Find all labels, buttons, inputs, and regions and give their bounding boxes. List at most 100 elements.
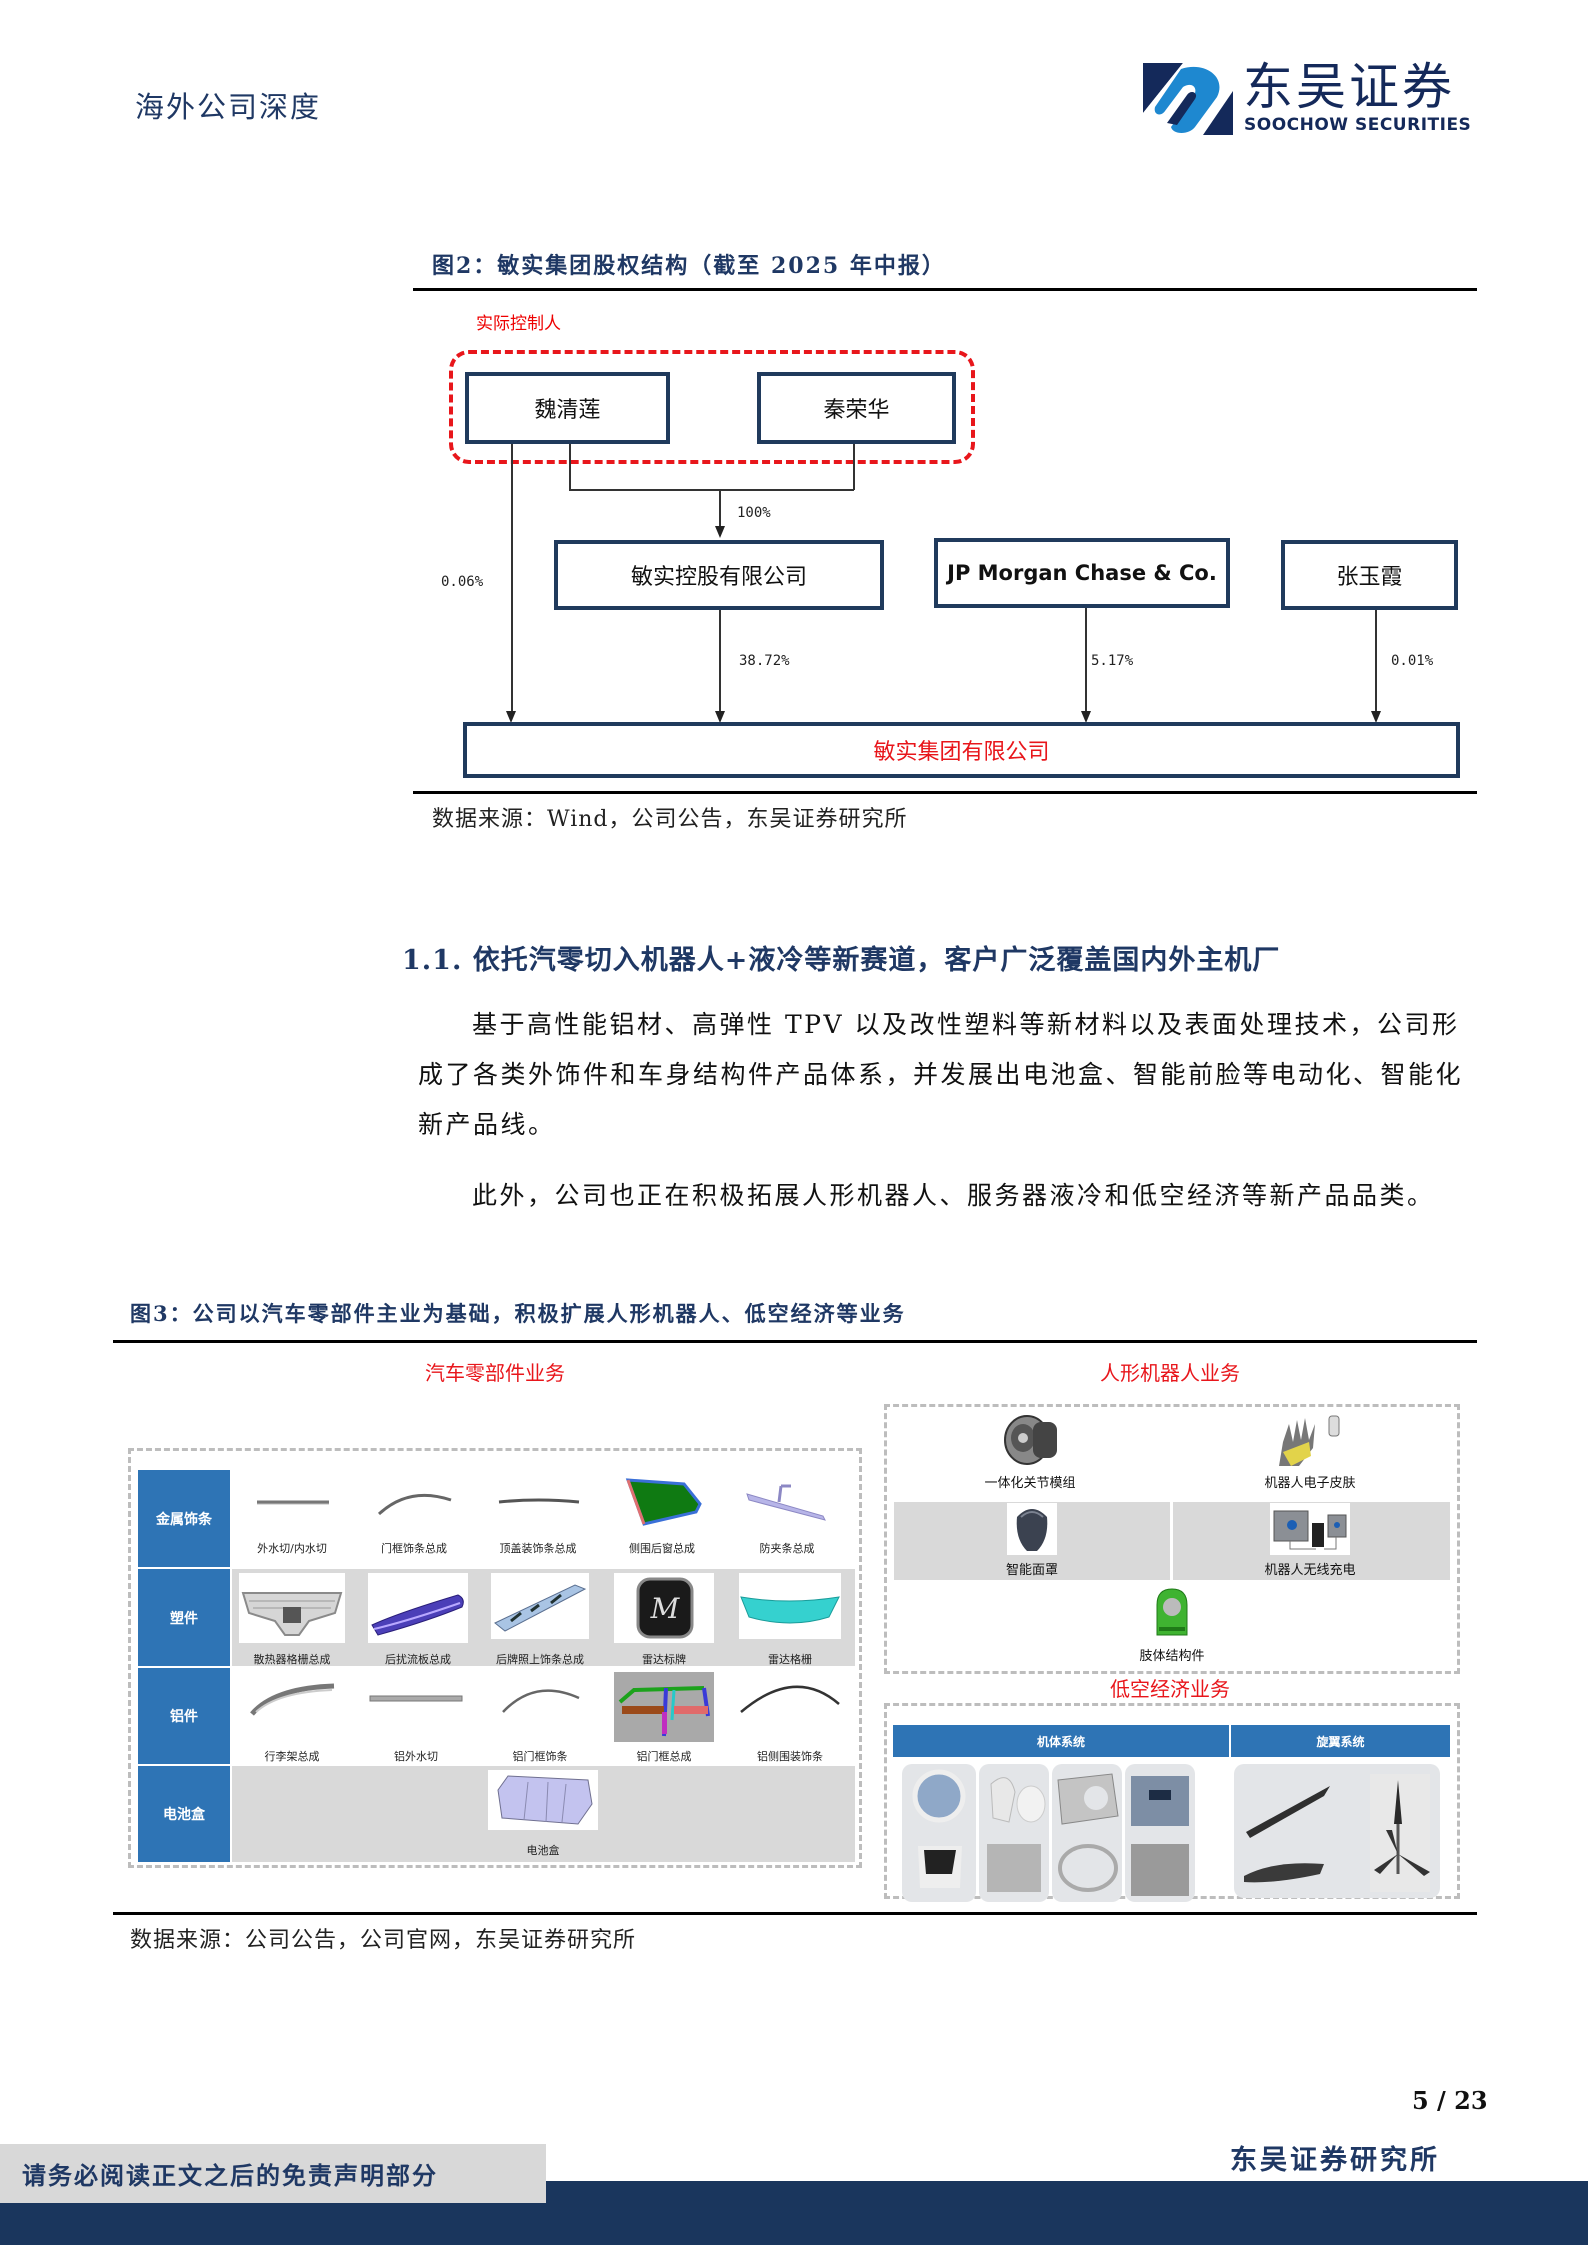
license-trim-icon	[491, 1573, 589, 1639]
radar-badge-icon: M	[614, 1573, 714, 1643]
connector	[569, 444, 571, 490]
robot-item-limb-structure: 肢体结构件	[1102, 1585, 1242, 1664]
section-heading: 1.1. 依托汽零切入机器人+液冷等新赛道，客户广泛覆盖国内外主机厂	[402, 945, 1281, 976]
node-person1: 魏清莲	[465, 372, 670, 444]
figure2-top-rule	[413, 288, 1477, 291]
connector	[719, 489, 721, 529]
robot-item-e-skin: 机器人电子皮肤	[1240, 1412, 1380, 1491]
robot-business-title: 人形机器人业务	[1100, 1361, 1240, 1385]
arrow-icon	[506, 711, 516, 723]
controller-label: 实际控制人	[476, 314, 561, 334]
curved-trim-icon	[377, 1493, 452, 1516]
connector	[853, 444, 855, 490]
arrow-icon	[1371, 711, 1381, 723]
auto-parts-panel	[128, 1448, 862, 1868]
node-person3: 张玉霞	[1281, 540, 1458, 610]
airframe-tile-4	[1125, 1764, 1195, 1902]
airframe-tile-1	[902, 1764, 976, 1902]
product-al-side-trim: 铝侧围装饰条	[728, 1672, 852, 1764]
arrow-icon	[1081, 711, 1091, 723]
arrow-icon	[715, 711, 725, 723]
product-water-cut: 外水切/内水切	[230, 1480, 354, 1565]
product-anti-pinch-strip: 防夹条总成	[725, 1480, 849, 1565]
radar-grille-icon	[739, 1573, 841, 1639]
product-al-water-cut: 铝外水切	[354, 1672, 478, 1764]
low-altitude-title: 低空经济业务	[1110, 1677, 1230, 1701]
paragraph1-line2: 成了各类外饰件和车身结构件产品体系，并发展出电池盒、智能前脸等电动化、智能化	[418, 1060, 1464, 1089]
curved-trim-icon	[502, 1689, 580, 1713]
airframe-tile-2	[979, 1764, 1049, 1902]
connector	[1375, 610, 1377, 712]
svg-text:M: M	[650, 1592, 681, 1625]
spoiler-icon	[368, 1573, 468, 1643]
pct-holding: 38.72%	[739, 653, 790, 669]
paragraph1-line1: 基于高性能铝材、高弹性 TPV 以及改性塑料等新材料以及表面处理技术，公司形	[472, 1010, 1460, 1039]
product-roof-rack: 行李架总成	[230, 1672, 354, 1764]
airframe-frame-icon	[1057, 1773, 1119, 1892]
figure3-top-rule	[113, 1340, 1477, 1343]
figure2-source: 数据来源：Wind，公司公告，东吴证券研究所	[432, 807, 908, 832]
robot-item-wireless-charging: 机器人无线充电	[1240, 1503, 1380, 1578]
face-mask-icon	[1007, 1503, 1057, 1555]
product-side-rear-window: 侧围后窗总成	[600, 1476, 724, 1565]
figure3-bottom-rule	[113, 1912, 1477, 1915]
trim-strip-icon	[257, 1500, 329, 1505]
connector	[569, 489, 854, 491]
pct-100: 100%	[737, 505, 771, 521]
soochow-logo: 东吴证券 SOOCHOW SECURITIES	[1143, 59, 1473, 135]
node-holding: 敏实控股有限公司	[554, 540, 884, 610]
figure2-title: 图2：敏实集团股权结构（截至 2025 年中报）	[432, 253, 946, 279]
airframe-shell-icon	[987, 1777, 1046, 1892]
category-metal-trim: 金属饰条	[138, 1470, 230, 1567]
product-al-door-frame: 铝门框总成	[602, 1672, 726, 1764]
trim-strip-icon	[498, 1498, 580, 1504]
product-al-door-trim: 铝门框饰条	[478, 1672, 602, 1764]
node-jpm: JP Morgan Chase & Co.	[934, 538, 1230, 608]
connector	[1085, 608, 1087, 712]
trim-strip-icon	[369, 1695, 463, 1702]
soochow-logo-icon	[1143, 63, 1233, 135]
airframe-tile-3	[1052, 1764, 1122, 1902]
paragraph2: 此外，公司也正在积极拓展人形机器人、服务器液冷和低空经济等新产品品类。	[472, 1181, 1435, 1210]
product-door-frame-trim: 门框饰条总成	[352, 1480, 476, 1565]
curved-trim-icon	[740, 1685, 840, 1713]
robot-hand-icon	[1279, 1415, 1340, 1466]
product-license-trim: 后牌照上饰条总成	[478, 1573, 602, 1666]
product-radiator-grille: 散热器格栅总成	[230, 1573, 354, 1666]
disclaimer-notice: 请务必阅读正文之后的免责声明部分	[0, 2144, 546, 2203]
product-radar-grille: 雷达格栅	[728, 1573, 852, 1666]
category-aluminum: 铝件	[138, 1668, 230, 1764]
connector	[511, 444, 513, 712]
product-roof-trim: 顶盖装饰条总成	[476, 1480, 600, 1565]
arrow-icon	[715, 526, 725, 538]
grille-icon	[239, 1573, 345, 1643]
robot-item-joint-module: 一体化关节模组	[960, 1412, 1100, 1491]
logo-text-cn: 东吴证券	[1243, 58, 1455, 116]
roof-rack-icon	[250, 1683, 335, 1716]
robot-item-smart-mask: 智能面罩	[962, 1503, 1102, 1578]
paragraph1-line3: 新产品线。	[418, 1110, 556, 1139]
figure3-source: 数据来源：公司公告，公司官网，东吴证券研究所	[130, 1928, 637, 1953]
footer-org: 东吴证券研究所	[1230, 2145, 1440, 2176]
node-person2: 秦荣华	[757, 372, 956, 444]
window-frame-icon	[625, 1478, 702, 1526]
product-radar-badge: M 雷达标牌	[602, 1573, 726, 1666]
product-rear-spoiler: 后扰流板总成	[356, 1573, 480, 1666]
auto-parts-title: 汽车零部件业务	[425, 1361, 565, 1385]
figure3-title: 图3：公司以汽车零部件主业为基础，积极扩展人形机器人、低空经济等业务	[130, 1301, 906, 1326]
category-battery-box: 电池盒	[138, 1766, 230, 1862]
wireless-charger-icon	[1270, 1503, 1350, 1555]
pct-jpm: 5.17%	[1091, 653, 1134, 669]
joint-module-icon	[1004, 1415, 1057, 1465]
battery-box-icon	[488, 1770, 598, 1830]
figure2-bottom-rule	[413, 791, 1477, 794]
category-plastic: 塑件	[138, 1569, 230, 1666]
cockpit-canopy-icon	[912, 1769, 966, 1888]
limb-structure-icon	[1156, 1588, 1188, 1636]
node-target-company: 敏实集团有限公司	[463, 722, 1460, 778]
page-number: 5 / 23	[1412, 2086, 1488, 2115]
anti-pinch-strip-icon	[746, 1484, 826, 1521]
propeller-icon	[1244, 1774, 1430, 1892]
pct-person3: 0.01%	[1391, 653, 1434, 669]
rotor-system-header: 旋翼系统	[1231, 1725, 1450, 1757]
